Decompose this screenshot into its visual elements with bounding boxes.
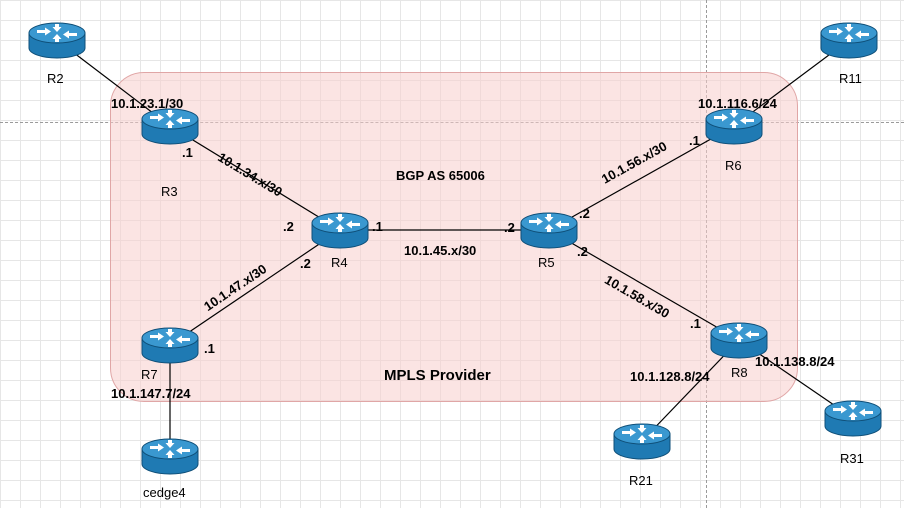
router-r5-label: R5 xyxy=(538,255,555,270)
bgp-as-label: BGP AS 65006 xyxy=(396,168,485,183)
port-r3-to-r4-label: .1 xyxy=(182,145,193,160)
router-r5-icon[interactable] xyxy=(520,212,578,250)
port-r8-to-r5-label: .1 xyxy=(690,316,701,331)
port-r4-to-r5-label: .1 xyxy=(372,219,383,234)
router-r2-icon[interactable] xyxy=(28,22,86,60)
router-r2-label: R2 xyxy=(47,71,64,86)
router-r3-label: R3 xyxy=(161,184,178,199)
router-r21-icon[interactable] xyxy=(613,423,671,461)
router-r11-label: R11 xyxy=(839,71,862,86)
link-r8-r31-subnet-label: 10.1.138.8/24 xyxy=(755,354,835,369)
router-r6-label: R6 xyxy=(725,158,742,173)
link-r3-r4 xyxy=(169,125,341,231)
link-r5-r6 xyxy=(548,125,735,231)
router-r11-icon[interactable] xyxy=(820,22,878,60)
router-r8-icon[interactable] xyxy=(710,322,768,360)
link-r8-r21 xyxy=(641,339,740,442)
router-r31-icon[interactable] xyxy=(824,400,882,438)
router-r3-icon[interactable] xyxy=(141,108,199,146)
router-r31-label: R31 xyxy=(840,451,864,466)
port-r5-to-r4-label: .2 xyxy=(504,220,515,235)
mpls-provider-label: MPLS Provider xyxy=(384,367,491,384)
router-r21-label: R21 xyxy=(629,473,653,488)
router-r4-label: R4 xyxy=(331,255,348,270)
router-r7-icon[interactable] xyxy=(141,327,199,365)
mpls-provider-region xyxy=(110,72,798,402)
port-r4-to-r7-label: .2 xyxy=(300,256,311,271)
link-r4-r7 xyxy=(169,229,341,346)
port-r5-to-r6-label: .2 xyxy=(579,206,590,221)
port-r6-to-r5-label: .1 xyxy=(689,133,700,148)
link-r2-r3-subnet-label: 10.1.23.1/30 xyxy=(111,96,184,111)
router-cedge4-label: cedge4 xyxy=(143,485,186,500)
link-r6-r11-subnet-label: 10.1.116.6/24 xyxy=(698,96,777,111)
router-r6-icon[interactable] xyxy=(705,108,763,146)
port-r7-to-r4-label: .1 xyxy=(204,341,215,356)
port-r4-to-r3-label: .2 xyxy=(283,219,294,234)
port-r5-to-r8-label: .2 xyxy=(577,244,588,259)
router-cedge4-icon[interactable] xyxy=(141,438,199,476)
link-r4-r5-subnet-label: 10.1.45.x/30 xyxy=(404,243,477,258)
router-r8-label: R8 xyxy=(731,365,748,380)
router-r7-label: R7 xyxy=(141,367,158,382)
router-r4-icon[interactable] xyxy=(311,212,369,250)
link-r5-r8 xyxy=(548,229,740,341)
link-r7-cedge4-subnet-label: 10.1.147.7/24 xyxy=(111,386,191,401)
link-r8-r21-subnet-label: 10.1.128.8/24 xyxy=(630,369,710,384)
